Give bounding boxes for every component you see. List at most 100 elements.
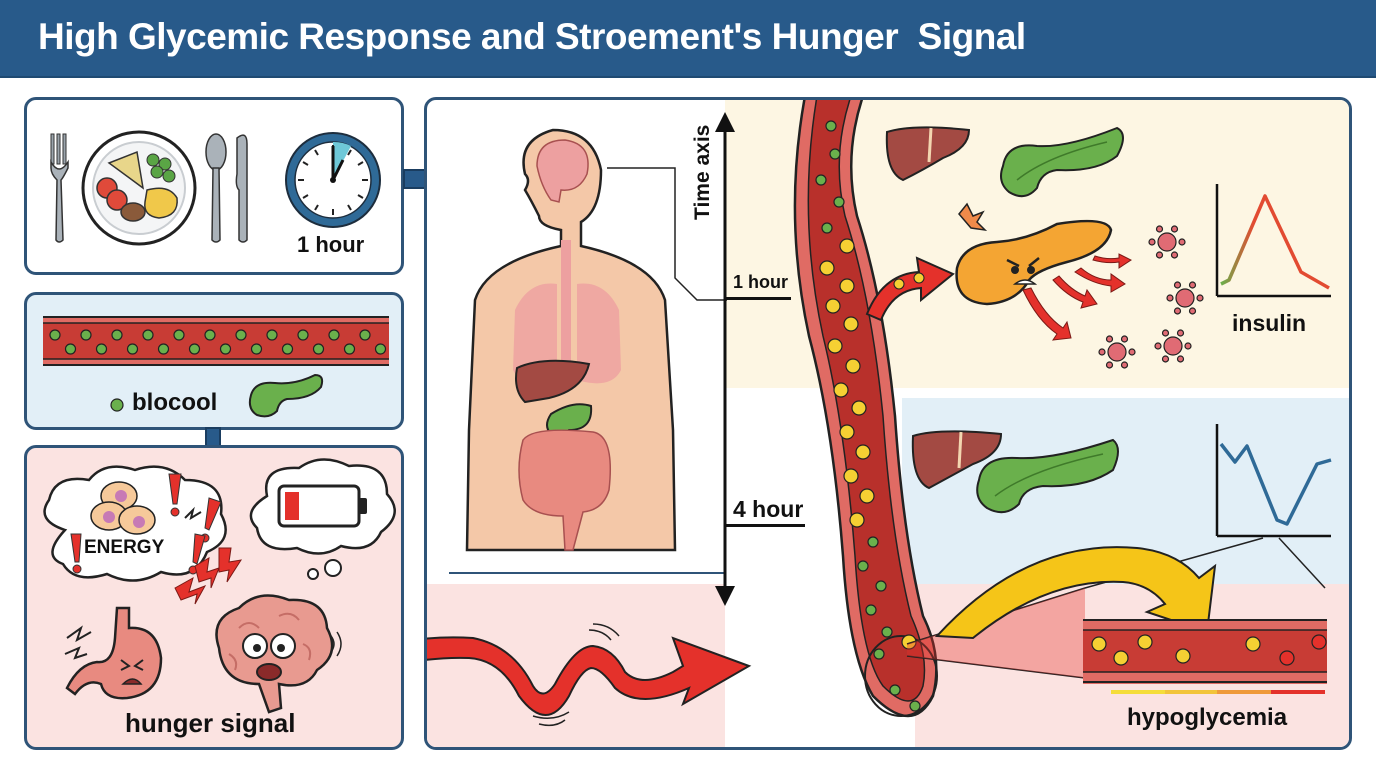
insulin-molecule [1163,336,1183,356]
stressed-stomach-icon [64,606,163,700]
insulin-molecule-arm [1173,281,1182,289]
glucose-dot [281,343,294,355]
insulin-molecule-arm [1120,335,1129,343]
insulin-molecule-arm [1155,251,1164,259]
glucose-to-pancreas-arrow-icon [865,256,955,322]
tick-1-hour-label: 1 hour [733,272,789,292]
liver-4h-icon [911,430,1003,490]
fork-icon [50,133,69,243]
insulin-molecule-arm [1128,348,1136,356]
insulin-molecule-arm [1184,342,1192,350]
glucose-curve [1219,442,1332,526]
knife-icon [235,134,248,243]
blood-sugar-dot [1175,648,1191,664]
glucose-dot [80,329,92,341]
glucose-dot [188,343,201,355]
insulin-molecule-arm [1196,294,1204,302]
glucose-dot [142,329,154,341]
glucose-dot [95,343,108,355]
glucose-dot [815,174,827,186]
glucose-dot-high [849,512,865,528]
body-divider [449,572,725,574]
glucose-dot [359,329,371,341]
glucose-dot [833,196,845,208]
header-bar: High Glycemic Response and Stroement's H… [0,0,1376,78]
glucose-dot-high [855,444,871,460]
low-battery-thought-cloud-icon [249,458,396,580]
glucose-dot-high [827,338,843,354]
insulin-molecule-arm [1173,307,1182,315]
pancreas-4h-icon [976,438,1119,514]
glucose-dot-high [833,382,849,398]
blood-vessel-panel: blocool [24,292,404,430]
glucose-dot [250,343,263,355]
glucose-dot [825,120,837,132]
glucose-dot [111,329,123,341]
blood-vessel-icon [43,316,389,366]
wavy-hunger-arrow-icon [427,623,752,727]
insulin-molecule-arm [1154,342,1162,350]
glucose-level-scale-bar [1111,690,1325,694]
glucose-dot [867,536,879,548]
insulin-molecule-arm [1188,307,1197,315]
tick-1-hour [725,297,791,300]
tick-4-hour-label: 4 hour [733,496,804,522]
blood-sugar-dot [1311,634,1327,650]
insulin-molecule-arm [1105,335,1114,343]
insulin-molecule [1157,232,1177,252]
insulin-caption: insulin [1232,310,1307,336]
insulin-molecule-arm [1105,361,1114,369]
page-title: High Glycemic Response and Stroement's H… [38,16,1026,57]
insulin-molecules-icon [1098,225,1204,369]
insulin-molecule [1175,288,1195,308]
insulin-chart [1215,184,1331,298]
insulin-molecule-arm [1170,251,1179,259]
glucose-dot-high [825,298,841,314]
glucose-dot-high [859,488,875,504]
human-body-icon [465,128,677,552]
glucose-dot [49,329,61,341]
healthy-pancreas-icon [1000,126,1124,198]
glucose-dot-icon [110,398,124,412]
glucose-dot [865,604,877,616]
insulin-molecule-arm [1148,238,1156,246]
stressed-brain-icon [215,594,342,714]
glucose-dot [875,580,887,592]
insulin-molecule-arm [1098,348,1106,356]
angry-pancreas-icon [955,202,1113,306]
glucose-dot-high [839,278,855,294]
glucose-dot [64,343,77,355]
glucose-dot-high [845,358,861,374]
insulin-release-arrows-icon [1022,253,1132,341]
glucose-dot [157,343,170,355]
liver-icon [885,126,971,182]
plate-icon [81,130,197,246]
pancreas-icon [248,373,324,418]
insulin-molecule-arm [1166,294,1174,302]
glucose-dot [173,329,185,341]
glucose-dot-high [839,238,855,254]
tick-4-hour [725,524,805,527]
time-axis-icon [715,112,735,606]
glucose-dot [297,329,309,341]
hunger-signal-caption: hunger signal [125,708,296,738]
glucose-dot [312,343,325,355]
meal-panel: 1 hour [24,97,404,275]
energy-thought-cloud-icon [43,465,227,582]
insulin-molecule-arm [1178,238,1186,246]
clock-icon [285,132,381,228]
blood-legend-label: blocool [132,389,218,416]
energy-label: ENERGY [84,537,165,558]
glucose-dot [374,343,387,355]
glucose-dot-high [843,316,859,332]
glucose-dot-high [843,468,859,484]
lightning-bolts-icon [174,547,243,605]
glucose-dot [821,222,833,234]
time-course-panel: Time axis 1 hour 4 hour [424,97,1352,750]
glucose-dot [204,329,216,341]
brain-connector-line [607,167,727,301]
insulin-molecule-arm [1176,329,1185,337]
glucose-dot-high [819,260,835,276]
zoomed-blood-vessel-icon [1083,619,1327,684]
insulin-molecule-arm [1170,225,1179,233]
